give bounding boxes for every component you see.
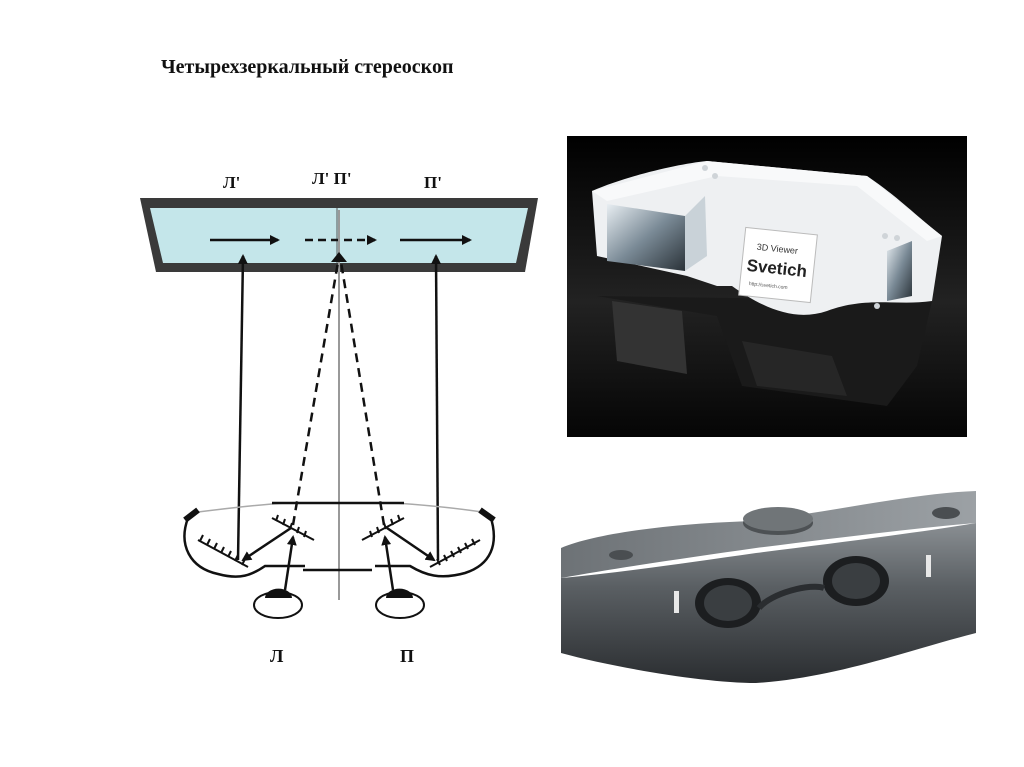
right-eye — [375, 588, 425, 619]
outer-mirror-right — [429, 538, 481, 568]
dark-stereo-viewer-photo — [556, 483, 976, 688]
label-left-image: Л' — [223, 173, 240, 192]
viewer-label-line3: http://svetich.com — [749, 281, 788, 291]
page-title: Четырехзеркальный стереоскоп — [161, 56, 454, 78]
right-eye-ray — [381, 535, 395, 591]
label-right-image: П' — [424, 173, 442, 192]
left-ray — [236, 254, 248, 561]
inner-mirror-left — [271, 514, 315, 541]
left-eye-ray — [283, 535, 297, 591]
label-merged-image: Л' П' — [312, 169, 352, 188]
virtual-ray-right — [339, 261, 386, 526]
left-eye — [253, 588, 303, 619]
white-3d-viewer-photo: 3D Viewer Svetich http://svetich.com — [567, 136, 967, 437]
housing-outline — [183, 514, 496, 578]
stereoscope-diagram: Л' Л' П' П' — [140, 169, 538, 666]
label-right-eye: П — [400, 646, 414, 666]
viewer-label-line1: 3D Viewer — [756, 242, 798, 256]
right-ray — [431, 254, 442, 561]
outer-mirror-left — [197, 534, 249, 568]
label-left-eye: Л — [270, 646, 284, 666]
inner-mirror-right — [361, 514, 405, 541]
virtual-ray-left — [291, 261, 340, 526]
